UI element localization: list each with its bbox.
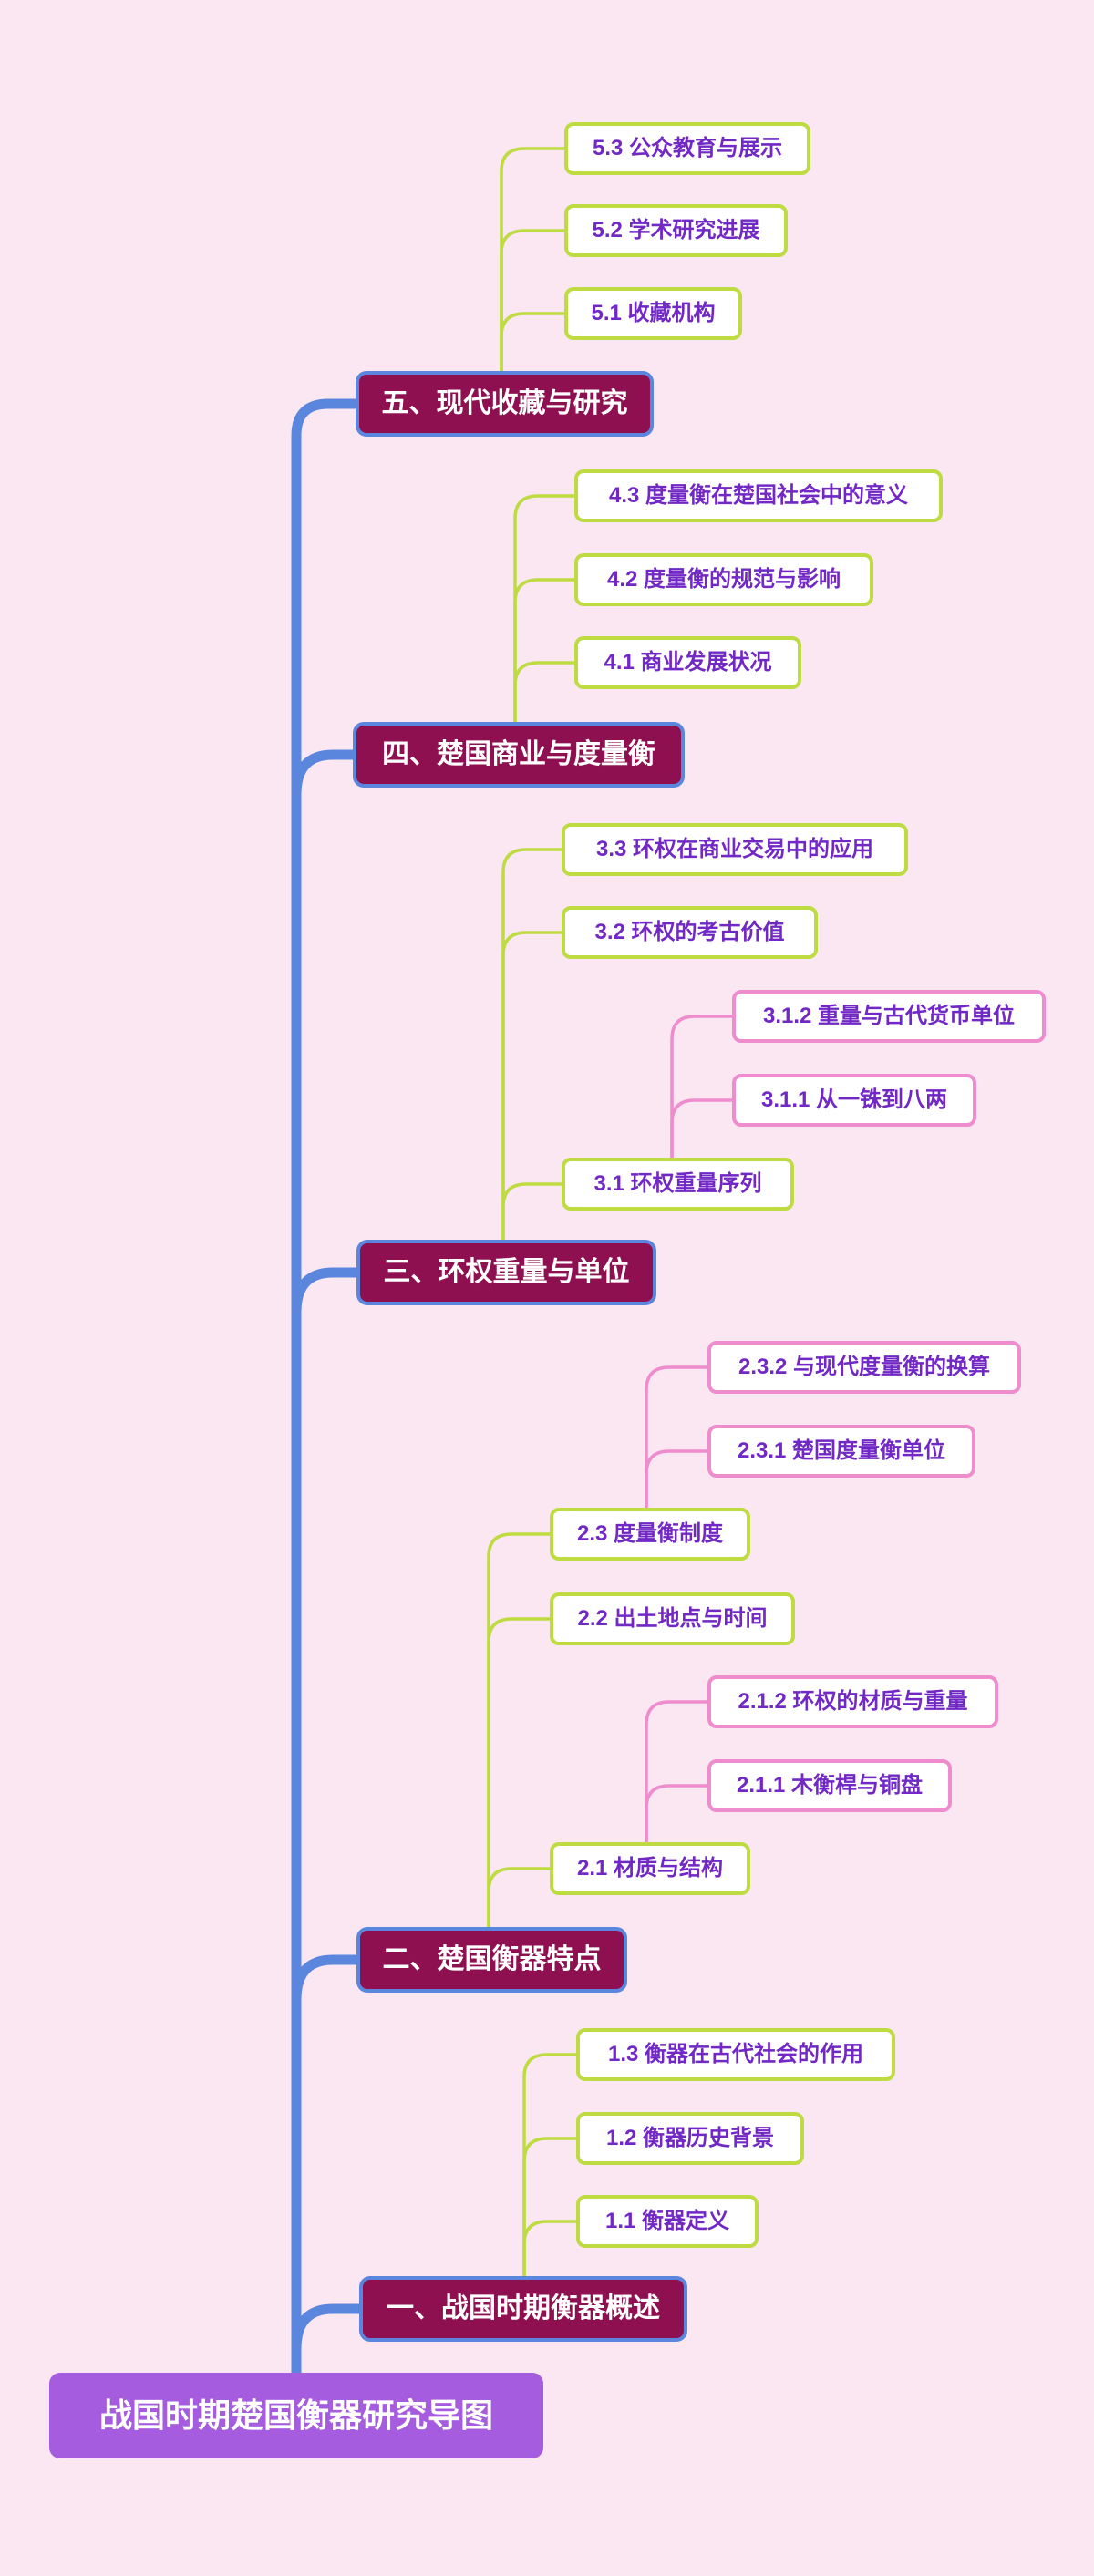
sub-node-4-3[interactable]: 4.3 度量衡在楚国社会中的意义 xyxy=(574,469,943,522)
connector-3-1-2 xyxy=(670,1015,734,1159)
connector-4-2 xyxy=(513,578,576,724)
main-node-4[interactable]: 四、楚国商业与度量衡 xyxy=(353,722,685,788)
sub-node-2-3-1[interactable]: 2.3.1 楚国度量衡单位 xyxy=(707,1425,975,1478)
connector-trunk xyxy=(291,398,361,2378)
main-node-3[interactable]: 三、环权重量与单位 xyxy=(356,1240,656,1305)
connector-trunk-branch-4 xyxy=(291,749,358,800)
sub-node-1-3[interactable]: 1.3 衡器在古代社会的作用 xyxy=(576,2028,895,2081)
root-node[interactable]: 战国时期楚国衡器研究导图 xyxy=(49,2373,543,2458)
connector-4-1 xyxy=(513,661,576,724)
connector-2-1 xyxy=(487,1867,552,1929)
sub-node-3-1-2[interactable]: 3.1.2 重量与古代货币单位 xyxy=(732,990,1046,1043)
connector-trunk-branch-3 xyxy=(291,1267,362,1318)
sub-node-2-3[interactable]: 2.3 度量衡制度 xyxy=(550,1508,750,1561)
connector-2-2 xyxy=(487,1617,552,1929)
sub-node-4-2[interactable]: 4.2 度量衡的规范与影响 xyxy=(574,553,873,606)
sub-node-1-1[interactable]: 1.1 衡器定义 xyxy=(576,2195,759,2248)
sub-node-5-2[interactable]: 5.2 学术研究进展 xyxy=(564,204,788,257)
connector-2-3 xyxy=(487,1532,552,1929)
sub-node-3-3[interactable]: 3.3 环权在商业交易中的应用 xyxy=(562,823,908,876)
connector-3-3 xyxy=(501,848,563,1242)
sub-node-2-3-2[interactable]: 2.3.2 与现代度量衡的换算 xyxy=(707,1341,1021,1394)
sub-node-5-3[interactable]: 5.3 公众教育与展示 xyxy=(564,122,810,175)
connector-3-1-1 xyxy=(670,1098,734,1159)
connector-2-3-2 xyxy=(645,1365,709,1510)
connector-trunk-branch-1 xyxy=(291,2303,365,2354)
main-node-1[interactable]: 一、战国时期衡器概述 xyxy=(359,2276,687,2342)
sub-node-2-2[interactable]: 2.2 出土地点与时间 xyxy=(550,1592,795,1645)
connector-5-3 xyxy=(500,147,566,373)
sub-node-2-1[interactable]: 2.1 材质与结构 xyxy=(550,1842,750,1895)
sub-node-2-1-2[interactable]: 2.1.2 环权的材质与重量 xyxy=(707,1675,998,1728)
connector-1-1 xyxy=(522,2220,578,2278)
sub-node-3-1-1[interactable]: 3.1.1 从一铢到八两 xyxy=(732,1074,976,1127)
connector-2-1-2 xyxy=(645,1700,709,1844)
connector-1-3 xyxy=(522,2053,578,2278)
connector-5-1 xyxy=(500,312,566,373)
connector-2-3-1 xyxy=(645,1449,709,1510)
sub-node-4-1[interactable]: 4.1 商业发展状况 xyxy=(574,636,801,689)
connector-3-1 xyxy=(501,1182,563,1242)
main-node-2[interactable]: 二、楚国衡器特点 xyxy=(356,1927,627,1993)
connector-1-2 xyxy=(522,2137,578,2278)
connector-4-3 xyxy=(513,494,576,724)
sub-node-3-2[interactable]: 3.2 环权的考古价值 xyxy=(562,906,818,959)
sub-node-5-1[interactable]: 5.1 收藏机构 xyxy=(564,287,742,340)
sub-node-1-2[interactable]: 1.2 衡器历史背景 xyxy=(576,2112,804,2165)
sub-node-2-1-1[interactable]: 2.1.1 木衡桿与铜盘 xyxy=(707,1759,952,1812)
sub-node-3-1[interactable]: 3.1 环权重量序列 xyxy=(562,1158,794,1211)
connector-2-1-1 xyxy=(645,1784,709,1844)
connector-3-2 xyxy=(501,931,563,1242)
connector-trunk-branch-2 xyxy=(291,1954,362,2005)
main-node-5[interactable]: 五、现代收藏与研究 xyxy=(356,371,654,437)
connector-5-2 xyxy=(500,229,566,373)
